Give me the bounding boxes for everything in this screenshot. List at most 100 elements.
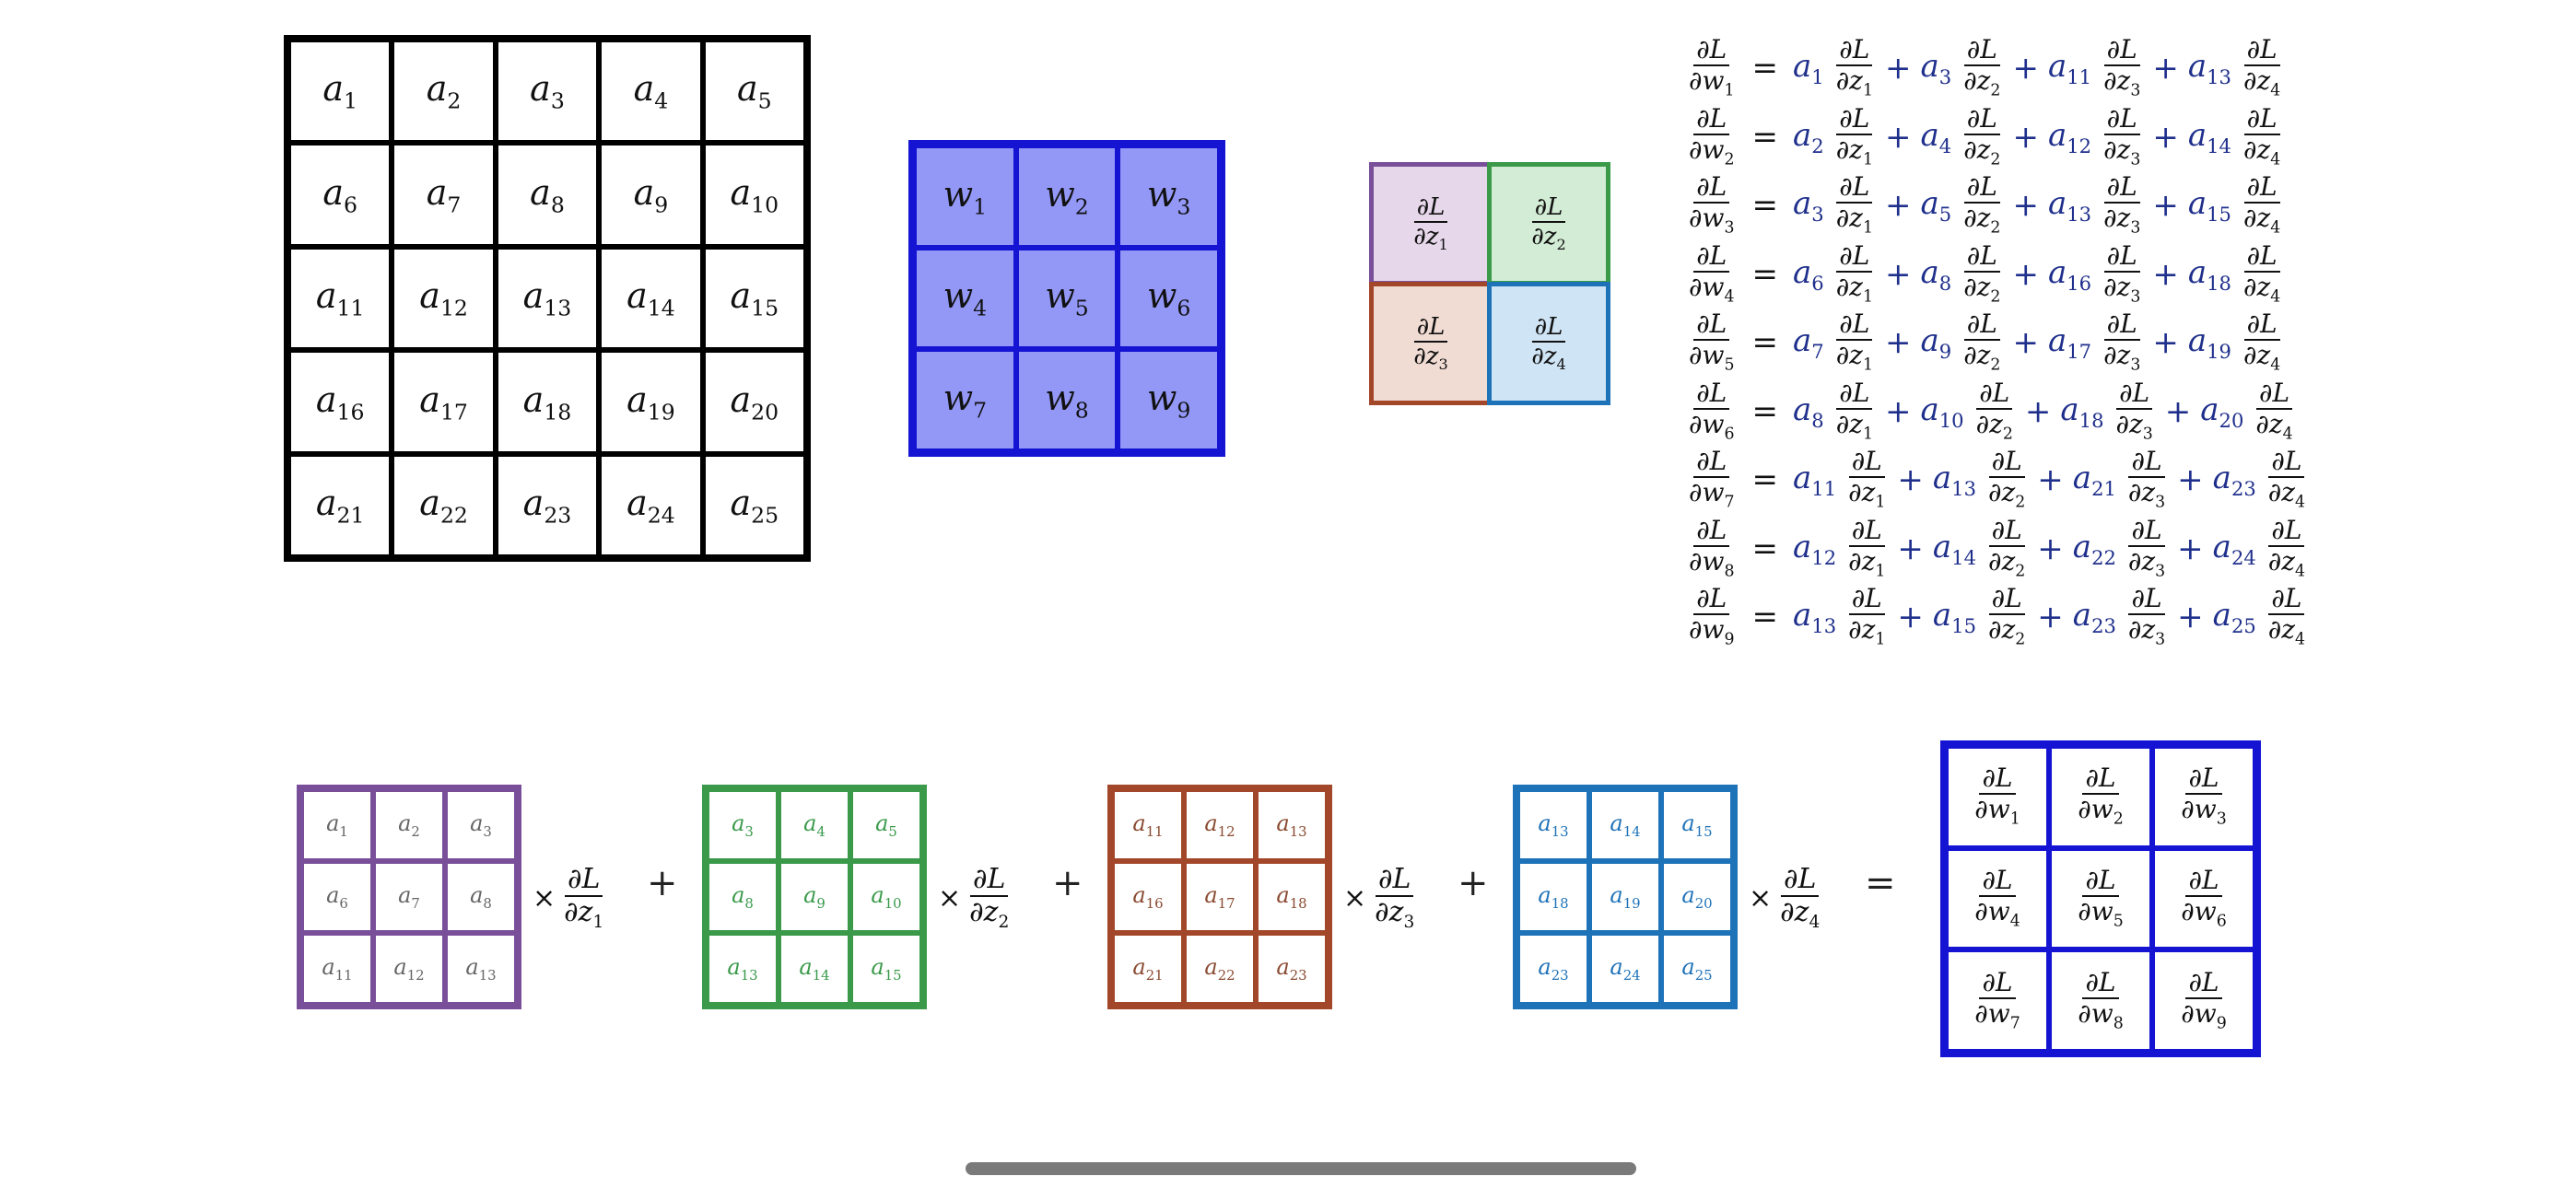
term-coefficient: a1 [1793, 48, 1824, 88]
times-gradient: ×∂L∂z4 [1749, 866, 1822, 932]
fraction-denominator: ∂z2 [1963, 203, 2001, 238]
term-fraction: ∂L∂z3 [2125, 586, 2168, 648]
term-fraction: ∂L∂z3 [2125, 448, 2168, 511]
term-coefficient: a3 [1793, 185, 1824, 226]
fraction-denominator: ∂z4 [2267, 477, 2306, 512]
cell-label: a13 [1538, 810, 1569, 840]
plus-sign: + [2037, 461, 2064, 498]
kernel-gradient-cell: ∂L∂w2 [2049, 746, 2152, 848]
times-sign: × [938, 882, 962, 915]
matrix-a-cell: a2 [392, 40, 496, 144]
submatrix-cell: a16 [1112, 861, 1184, 933]
equals-sign: = [1751, 50, 1779, 87]
cell-label: a16 [1132, 882, 1164, 912]
fraction-denominator: ∂z2 [1963, 65, 2001, 100]
cell-label: a9 [803, 882, 825, 912]
fraction-numerator: ∂L [1693, 311, 1730, 342]
submatrix-cell: a13 [1256, 789, 1328, 861]
kernel-cell: w7 [914, 349, 1016, 451]
matrix-a-cell: a21 [288, 453, 392, 557]
fraction-numerator: ∂L [2243, 37, 2280, 67]
fraction-numerator: ∂L [1693, 586, 1730, 616]
fraction-denominator: ∂z3 [2127, 614, 2166, 649]
term-coefficient: a4 [1920, 116, 1952, 157]
cell-label: a21 [1132, 954, 1164, 984]
fraction-numerator: ∂L [2243, 174, 2280, 204]
equation-row: ∂L∂w1=a1∂L∂z1+a3∂L∂z2+a11∂L∂z3+a13∂L∂z4 [1686, 35, 2283, 101]
fraction: ∂L∂w3 [2178, 765, 2230, 828]
term-fraction: ∂L∂z3 [2113, 379, 2155, 443]
kernel-gradient-cell: ∂L∂w4 [1946, 847, 2049, 950]
matrix-a-cell: a3 [495, 40, 600, 144]
cell-label: w7 [943, 377, 988, 424]
term-fraction: ∂L∂z2 [1985, 517, 2028, 580]
term-coefficient: a8 [1920, 253, 1952, 295]
fraction-denominator: ∂z1 [564, 896, 604, 932]
fraction-numerator: ∂L [2103, 105, 2140, 135]
fraction-denominator: ∂w7 [1974, 997, 2020, 1033]
fraction-denominator: ∂w8 [2078, 997, 2124, 1033]
cell-label: a6 [322, 171, 358, 218]
term-coefficient: a24 [2212, 528, 2256, 569]
plus-sign: + [1884, 118, 1912, 156]
fraction-numerator: ∂L [2268, 586, 2305, 616]
matrix-a-cell: a25 [702, 453, 806, 557]
cell-label: a21 [315, 483, 365, 529]
fraction-numerator: ∂L [1836, 105, 1873, 135]
fraction-denominator: ∂z2 [1963, 340, 2001, 375]
fraction-numerator: ∂L [1531, 195, 1566, 223]
lhs-fraction: ∂L∂w8 [1686, 517, 1738, 580]
term-coefficient: a14 [1932, 528, 1976, 569]
submatrix-cell: a3 [707, 789, 779, 861]
fraction-denominator: ∂w3 [1689, 203, 1735, 238]
cell-label: a11 [322, 954, 353, 984]
fraction-denominator: ∂z4 [2242, 340, 2281, 375]
submatrix-cell: a12 [1184, 789, 1256, 861]
fraction-denominator: ∂z4 [2255, 408, 2293, 444]
matrix-a-cell: a5 [702, 40, 806, 144]
term-coefficient: a9 [1920, 322, 1952, 363]
cell-label: a23 [1538, 954, 1569, 984]
plus-sign: + [1897, 599, 1924, 635]
cell-label: a13 [727, 954, 758, 984]
cell-label: w8 [1045, 377, 1089, 424]
submatrix-cell: a12 [373, 933, 445, 1005]
fraction-denominator: ∂z1 [1835, 340, 1873, 375]
term-coefficient: a13 [2047, 185, 2092, 226]
fraction-numerator: ∂L [1693, 379, 1730, 410]
cell-label: a8 [530, 171, 565, 218]
submatrix-cell: a15 [850, 933, 922, 1005]
fraction-numerator: ∂L [2082, 765, 2119, 796]
fraction-denominator: ∂w4 [1974, 896, 2020, 931]
cell-label: a20 [1681, 882, 1713, 912]
fraction-denominator: ∂z4 [2242, 271, 2281, 307]
cell-label: a1 [326, 810, 348, 840]
plus-sign: + [647, 862, 678, 904]
lhs-fraction: ∂L∂w3 [1686, 174, 1738, 237]
fraction-denominator: ∂z4 [2267, 614, 2306, 649]
fraction-numerator: ∂L [1413, 315, 1448, 343]
matrix-a-cell: a12 [392, 246, 496, 351]
plus-sign: + [1052, 862, 1083, 904]
fraction-denominator: ∂z2 [1975, 408, 2013, 444]
cell-label: a13 [1276, 810, 1307, 840]
equals-sign: = [1751, 599, 1779, 635]
kernel-gradient-cell: ∂L∂w1 [1946, 746, 2049, 848]
matrix-a-cell: a15 [702, 246, 806, 351]
home-indicator-scrollbar[interactable] [966, 1162, 1636, 1175]
fraction-denominator: ∂w2 [1689, 134, 1735, 169]
kernel-cell: w5 [1015, 247, 1118, 350]
plus-sign: + [1884, 187, 1912, 224]
cell-label: a19 [1610, 882, 1641, 912]
fraction: ∂L∂w1 [1972, 765, 2023, 828]
fraction-numerator: ∂L [1693, 448, 1730, 479]
fraction-denominator: ∂z2 [1988, 477, 2026, 512]
fraction-denominator: ∂z2 [1531, 222, 1566, 254]
submatrix-cell: a8 [707, 861, 779, 933]
term-coefficient: a19 [2187, 322, 2231, 363]
term-coefficient: a12 [2047, 116, 2092, 157]
times-sign: × [1749, 882, 1773, 915]
term-fraction: ∂L∂z1 [1833, 379, 1876, 443]
